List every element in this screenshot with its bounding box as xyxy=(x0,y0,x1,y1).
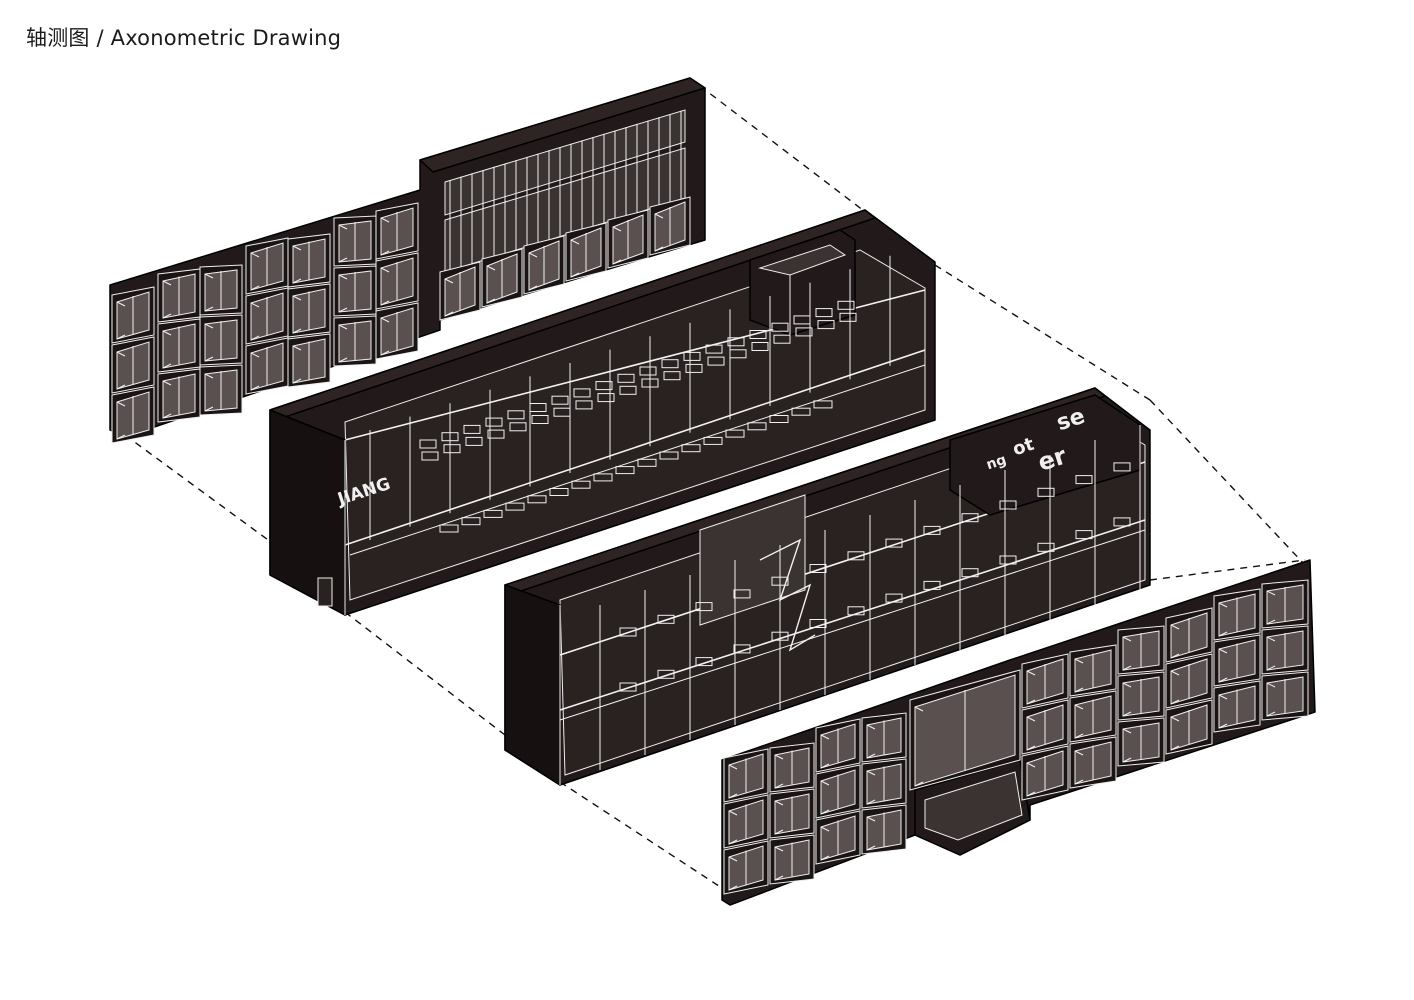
front-facade-module xyxy=(769,788,815,839)
front-facade-module xyxy=(1213,588,1261,641)
front-facade-module xyxy=(1117,625,1165,675)
rear-facade-module xyxy=(375,302,419,360)
rear-facade-module xyxy=(199,314,243,366)
rear-facade-module xyxy=(333,265,377,317)
rear-facade-module xyxy=(649,196,691,256)
lower-block-signage-3: ng xyxy=(984,452,1008,473)
rear-facade-module xyxy=(287,283,331,338)
front-facade-module xyxy=(723,794,769,849)
front-facade-module xyxy=(1069,644,1117,697)
projection-lines xyxy=(124,85,1306,891)
rear-facade-module xyxy=(199,364,243,416)
rear-facade-module xyxy=(199,264,243,316)
rear-facade-module xyxy=(523,235,565,295)
front-facade-module xyxy=(1117,717,1165,767)
front-facade-module xyxy=(1021,653,1069,709)
rear-facade-module xyxy=(287,333,331,388)
rear-facade-module xyxy=(607,209,649,269)
rear-facade-module xyxy=(157,268,201,323)
front-facade-module xyxy=(815,718,861,773)
front-facade-module xyxy=(1261,579,1309,629)
front-facade-module xyxy=(1021,745,1069,801)
front-facade-module xyxy=(1165,607,1213,663)
upper-floor-block: JIANG xyxy=(269,209,936,616)
front-facade-module xyxy=(1069,736,1117,789)
front-facade-module xyxy=(815,810,861,865)
front-facade-module xyxy=(1165,699,1213,755)
front-facade-module xyxy=(723,840,769,895)
rear-facade-module xyxy=(481,248,523,308)
front-facade-panel xyxy=(721,559,1316,906)
rear-facade-module xyxy=(111,286,155,344)
front-facade-module xyxy=(861,804,907,855)
front-facade-module xyxy=(1213,634,1261,687)
front-facade-module xyxy=(723,748,769,803)
front-facade-module xyxy=(815,764,861,819)
lower-floor-block: se ot ng er xyxy=(504,387,1151,786)
front-facade-central-bay xyxy=(909,669,1021,791)
rear-facade-module xyxy=(245,287,289,345)
rear-facade-module xyxy=(565,222,607,282)
rear-facade-module xyxy=(157,318,201,373)
front-facade-module xyxy=(1261,671,1309,721)
rear-facade-module xyxy=(439,261,481,321)
front-facade-module xyxy=(1069,690,1117,743)
rear-facade-module xyxy=(375,252,419,310)
rear-facade-panel xyxy=(109,77,706,444)
front-facade-module xyxy=(861,712,907,763)
rear-facade-module xyxy=(245,337,289,395)
front-facade-module xyxy=(1213,680,1261,733)
rear-facade-module xyxy=(287,233,331,288)
front-facade-module xyxy=(1021,699,1069,755)
rear-facade-module xyxy=(333,315,377,367)
rear-facade-module xyxy=(245,237,289,295)
rear-facade-module xyxy=(111,386,155,444)
rear-facade-module xyxy=(375,202,419,260)
rear-facade-module xyxy=(111,336,155,394)
front-facade-module xyxy=(769,834,815,885)
front-facade-module xyxy=(1261,625,1309,675)
front-facade-module xyxy=(1117,671,1165,721)
front-facade-module xyxy=(1165,653,1213,709)
rear-facade-module xyxy=(157,368,201,423)
front-facade-module xyxy=(861,758,907,809)
front-facade-module xyxy=(769,742,815,793)
rear-facade-module xyxy=(333,215,377,267)
drawing-title: 轴测图 / Axonometric Drawing xyxy=(26,26,342,50)
